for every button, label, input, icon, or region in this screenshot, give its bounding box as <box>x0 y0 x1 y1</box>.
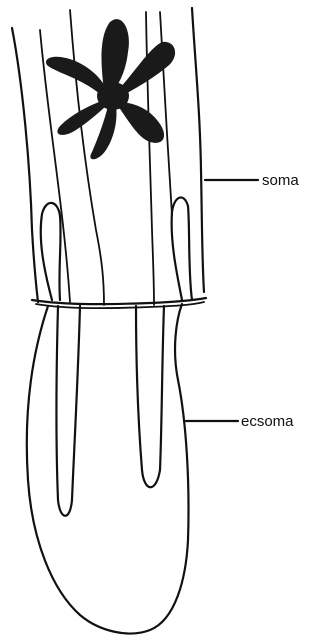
ecsoma-body <box>27 304 189 634</box>
soma-inner-strand-mid-left <box>70 10 104 305</box>
soma-label: soma <box>262 172 299 189</box>
ecsoma-right-caecum <box>136 306 164 487</box>
ecsoma-outline <box>27 304 189 634</box>
ecsoma-label: ecsoma <box>241 413 294 430</box>
oral-sucker-blot <box>46 19 175 159</box>
ecsoma-left-caecum <box>57 306 81 516</box>
soma-right-wall <box>192 8 204 292</box>
junction-line <box>32 298 206 304</box>
soma-left-wall <box>12 28 38 302</box>
left-caecum-loop <box>41 203 61 300</box>
right-caecum-loop <box>172 197 192 300</box>
